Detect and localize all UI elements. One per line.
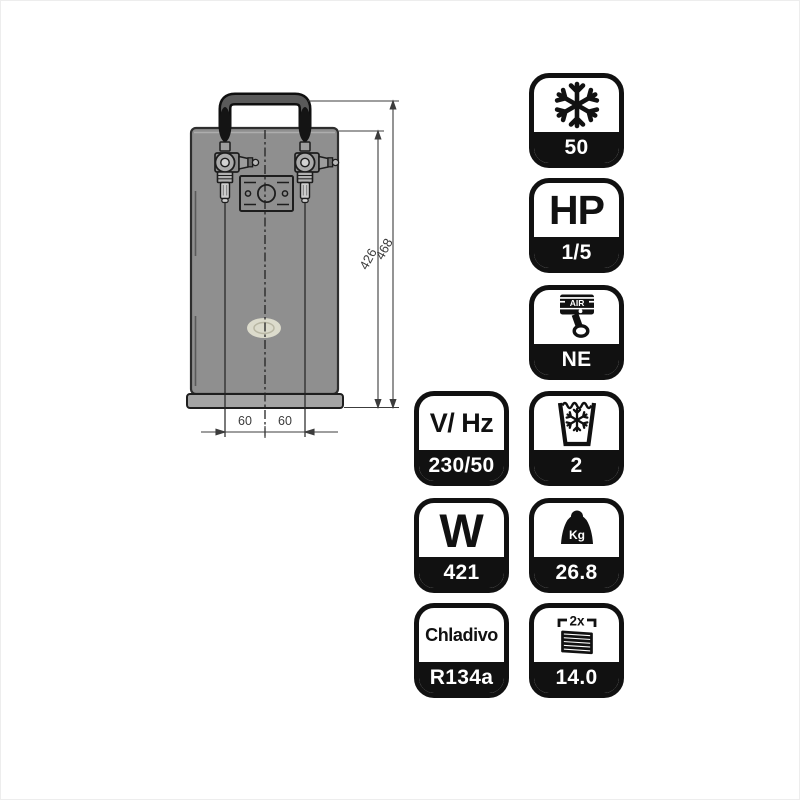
glass-snowflake-icon (557, 401, 596, 447)
coil-icon: 2x (557, 614, 596, 655)
badge-refrigerant-label: Chladivo (425, 625, 498, 645)
badge-compressor: AIR NE (529, 285, 624, 380)
weight-kg-label: Kg (569, 528, 585, 542)
snowflake-icon (551, 79, 603, 131)
control-panel (239, 175, 294, 212)
badge-cooling-icon-area (534, 78, 619, 132)
piston-air-label: AIR (569, 298, 584, 308)
dimension-label-tap-right: 60 (278, 414, 292, 428)
badge-weight: Kg 26.8 (529, 498, 624, 593)
badge-refrigerant-value: R134a (419, 662, 504, 693)
coil-count-label: 2x (569, 614, 585, 629)
dimension-label-tap-left: 60 (238, 414, 252, 428)
weight-kg-icon: Kg (560, 510, 593, 544)
badge-power: W 421 (414, 498, 509, 593)
badge-power-value: 421 (419, 557, 504, 588)
badge-horsepower-label: HP (549, 186, 605, 233)
tap-right (294, 107, 340, 204)
badge-coils-icon-area: 2x (534, 608, 619, 662)
badge-power-label: W (439, 503, 484, 557)
badge-voltage-value: 230/50 (419, 450, 504, 481)
badge-cooled-taps-value: 2 (534, 450, 619, 481)
badge-compressor-value: NE (534, 344, 619, 375)
badge-coils-value: 14.0 (534, 662, 619, 693)
badge-voltage-frequency: V/ Hz 230/50 (414, 391, 509, 486)
badge-horsepower: HP 1/5 (529, 178, 624, 273)
tap-left (214, 107, 260, 204)
badge-weight-value: 26.8 (534, 557, 619, 588)
piston-icon: AIR (559, 294, 594, 338)
badge-weight-icon-area: Kg (534, 503, 619, 557)
badge-cooling-value: 50 (534, 132, 619, 163)
device-front-view-drawing: 426 468 60 60 (186, 92, 399, 438)
badge-coils: 2x 14.0 (529, 603, 624, 698)
dimension-lines (201, 99, 399, 438)
badge-cooled-taps: 2 (529, 391, 624, 486)
carry-handle (218, 92, 312, 127)
badge-refrigerant: Chladivo R134a (414, 603, 509, 698)
badge-horsepower-value: 1/5 (534, 237, 619, 268)
badge-compressor-icon-area: AIR (534, 290, 619, 344)
badge-cooled-taps-icon-area (534, 396, 619, 450)
badge-cooling-capacity: 50 (529, 73, 624, 168)
badge-voltage-label: V/ Hz (429, 407, 494, 438)
brand-logo-oval (247, 318, 281, 338)
